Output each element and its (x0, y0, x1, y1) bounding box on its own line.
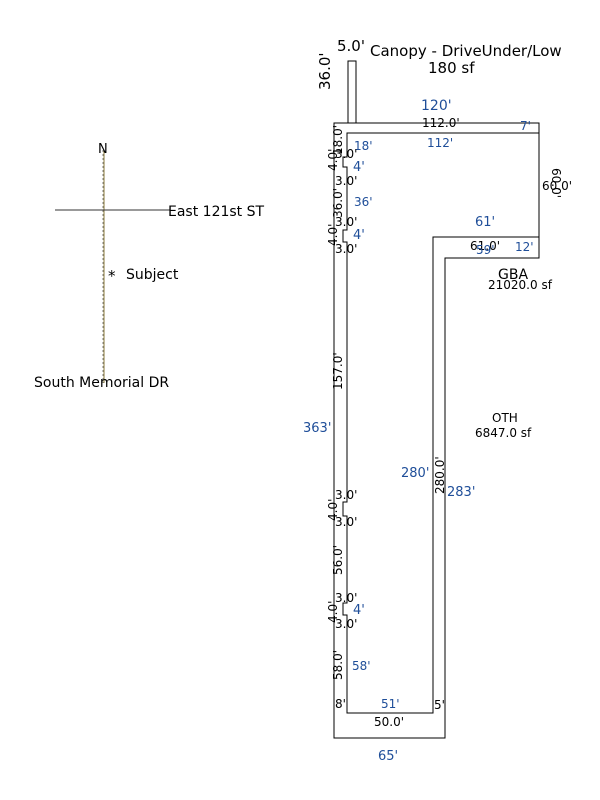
street-ew-label: East 121st ST (168, 204, 265, 220)
oth-area: OTH 6847.0 sf 363' 283' 65' (303, 122, 540, 764)
dim-inner-right-b: 280' (401, 466, 429, 481)
dim-j1-c: 3.0' (335, 174, 357, 188)
dim-top-outer: 120' (421, 98, 452, 114)
dim-j1-b: 4' (353, 160, 365, 175)
dim-right-side-b: 60.0' (542, 179, 572, 193)
dim-seg2: 36.0' (331, 188, 345, 218)
north-label: N (98, 142, 108, 157)
dim-j4-b: 4' (353, 603, 365, 618)
dim-j1-w: 4.0' (326, 149, 340, 171)
oth-label: OTH (492, 411, 518, 425)
oth-left-dim: 363' (303, 421, 331, 436)
dim-j2-b: 4' (353, 228, 365, 243)
dim-seg5: 58.0' (331, 650, 345, 680)
dim-wing-inner: 59' (476, 243, 495, 257)
dim-j3-w: 4.0' (326, 499, 340, 521)
dim-j2-a: 3.0' (335, 215, 357, 229)
dim-bottom-b: 51' (381, 697, 400, 711)
dim-seg2-b: 36' (354, 195, 373, 209)
dim-corner-left: 8' (335, 697, 346, 711)
canopy-area-value: 180 sf (428, 59, 475, 77)
oth-bottom-dim: 65' (378, 749, 398, 764)
dim-right-side: 60.0' (549, 168, 563, 198)
dim-seg5-b: 58' (352, 659, 371, 673)
dim-right-notch: 7' (520, 119, 531, 133)
dim-j4-a: 3.0' (335, 591, 357, 605)
dim-j1-a: 3.0' (335, 147, 357, 161)
canopy-area: 5.0' 36.0' Canopy - DriveUnder/Low 180 s… (316, 37, 562, 124)
canopy-rect (347, 60, 357, 124)
gba-outline (342, 132, 540, 714)
dim-seg3: 157.0' (331, 352, 345, 390)
canopy-depth: 36.0' (316, 52, 334, 90)
compass: N East 121st ST * Subject South Memorial… (34, 142, 265, 391)
dim-top: 112.0' (422, 116, 460, 130)
street-ns-label: South Memorial DR (34, 375, 169, 391)
dim-top-inner: 112' (427, 136, 453, 150)
dim-wing-outer: 61' (475, 215, 495, 230)
dim-j3-c: 3.0' (335, 515, 357, 529)
dim-j4-c: 3.0' (335, 617, 357, 631)
gba-area-value: 21020.0 sf (488, 278, 553, 292)
dim-j3-a: 3.0' (335, 488, 357, 502)
dim-left-top: 18.0' (331, 125, 345, 155)
canopy-width: 5.0' (337, 37, 365, 55)
gba-label: GBA (498, 267, 528, 283)
dim-wing: 61.0' (470, 239, 500, 253)
dim-inner-right: 280.0' (433, 456, 447, 494)
dim-j2-c: 3.0' (335, 242, 357, 256)
oth-outline (333, 122, 540, 739)
dim-left-top-b: 18' (354, 139, 373, 153)
oth-right-dim: 283' (447, 485, 475, 500)
canopy-name: Canopy - DriveUnder/Low (370, 42, 562, 60)
gba-area: GBA 21020.0 sf 120' 112.0' 112' 7' 60.0'… (326, 98, 572, 729)
oth-area-value: 6847.0 sf (475, 426, 532, 440)
dim-j4-w: 4.0' (326, 601, 340, 623)
dim-seg4: 56.0' (331, 545, 345, 575)
dim-bottom: 50.0' (374, 715, 404, 729)
dim-corner-right: 5' (434, 698, 445, 712)
dim-j2-w: 4.0' (326, 224, 340, 246)
subject-marker: * (108, 267, 116, 285)
subject-label: Subject (126, 267, 179, 283)
dim-wing-end: 12' (515, 240, 534, 254)
